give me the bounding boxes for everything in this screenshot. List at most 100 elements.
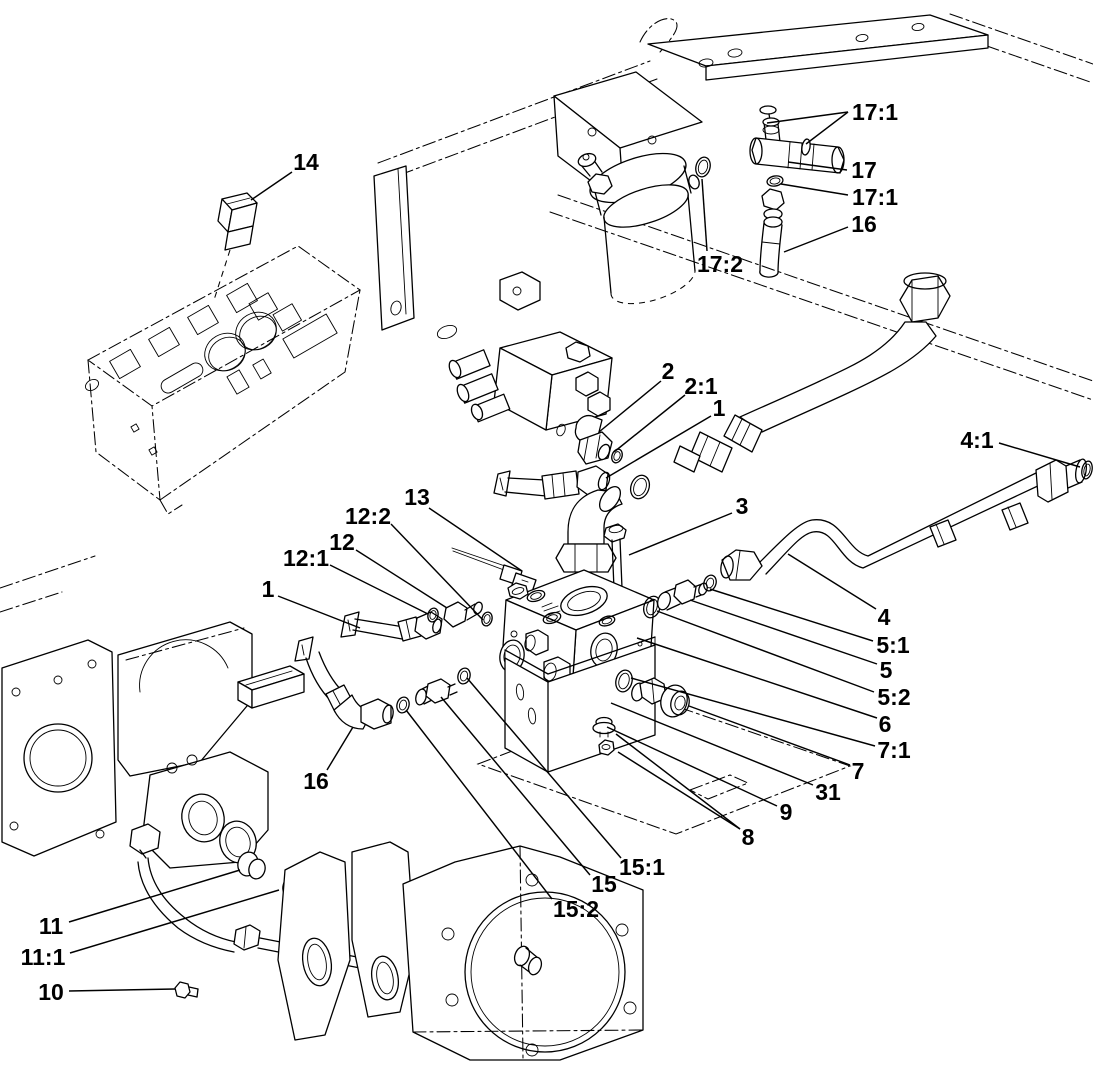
callout-5: 5 xyxy=(880,657,893,683)
fitting-7 xyxy=(631,677,690,718)
leader-line-17 xyxy=(787,161,848,171)
leader-line-13 xyxy=(428,507,523,572)
solenoid-valve-block xyxy=(448,331,613,437)
valve-fitting-17 xyxy=(749,105,845,187)
leader-line-9 xyxy=(606,726,778,807)
tube-grommet-right xyxy=(1001,502,1029,531)
leader-line-17:1 xyxy=(780,183,849,196)
callout-2:1: 2:1 xyxy=(684,373,717,399)
leader-line-11 xyxy=(68,869,241,923)
leader-line-1 xyxy=(605,415,712,479)
callout-7:1: 7:1 xyxy=(877,737,910,763)
hose-1-lower-end xyxy=(340,611,443,642)
leader-line-7:1 xyxy=(630,677,876,747)
callout-14: 14 xyxy=(293,149,319,175)
plug-11 xyxy=(237,851,266,880)
callout-31: 31 xyxy=(815,779,841,805)
rear-support-plate xyxy=(117,621,253,777)
leader-line-10 xyxy=(68,988,176,992)
leader-line-6 xyxy=(636,637,878,719)
callout-1: 1 xyxy=(262,576,275,602)
nut-8 xyxy=(598,739,615,756)
callout-16: 16 xyxy=(851,211,877,237)
o-ring-7-1 xyxy=(615,669,633,693)
callout-6: 6 xyxy=(879,711,892,737)
fitting-5 xyxy=(657,579,708,611)
callout-12:2: 12:2 xyxy=(345,503,391,529)
gear-pump xyxy=(129,751,269,869)
bolt-10 xyxy=(174,981,199,999)
leader-line-8 xyxy=(617,751,741,830)
callout-1: 1 xyxy=(713,395,726,421)
solenoid-coils xyxy=(448,349,511,423)
leader-line-12:1 xyxy=(329,564,429,615)
callout-9: 9 xyxy=(780,799,793,825)
callout-4: 4 xyxy=(878,604,891,630)
leader-line-15:1 xyxy=(466,677,622,859)
o-ring-4-1 xyxy=(1081,460,1093,480)
oil-filter xyxy=(577,152,700,305)
frame-side-plate xyxy=(373,165,541,340)
tube-grommet-left xyxy=(929,519,957,548)
callout-11: 11 xyxy=(39,913,64,939)
callout-12:1: 12:1 xyxy=(283,545,329,571)
callout-3: 3 xyxy=(736,493,749,519)
callout-15:1: 15:1 xyxy=(619,854,665,880)
callout-17: 17 xyxy=(851,157,877,183)
leader-line-5 xyxy=(689,599,878,665)
leader-line-16 xyxy=(326,726,354,771)
callout-layer: 1417:11717:11617:222:114:131312:21212:11… xyxy=(21,99,1081,1005)
leader-line-15:2 xyxy=(405,709,553,900)
callout-15: 15 xyxy=(591,871,617,897)
leader-line-5:2 xyxy=(656,610,875,693)
filter-port-stub xyxy=(688,174,700,190)
cap-17-1-top xyxy=(759,105,777,115)
leader-line-31 xyxy=(610,702,814,786)
leader-line-17:2 xyxy=(701,178,708,252)
callout-10: 10 xyxy=(38,979,64,1005)
callout-16: 16 xyxy=(303,768,329,794)
leader-line-4 xyxy=(787,553,877,610)
support-arm-right xyxy=(351,841,416,1018)
elbow-fitting-12 xyxy=(443,601,483,628)
leader-line-7 xyxy=(688,705,851,766)
callout-11:1: 11:1 xyxy=(21,944,66,970)
hose-16-top xyxy=(759,188,785,278)
leader-line-11:1 xyxy=(69,889,280,954)
left-gasket-plate xyxy=(1,639,117,857)
leader-line-17:1 xyxy=(766,111,849,124)
gear-housing-plate xyxy=(402,845,644,1061)
o-ring-2-1 xyxy=(611,448,623,464)
manifold-hex-plug-top xyxy=(507,582,529,600)
fitting-15 xyxy=(415,678,458,706)
control-panel-phantom xyxy=(84,245,361,515)
callout-8: 8 xyxy=(742,824,755,850)
callout-13: 13 xyxy=(404,484,430,510)
o-ring-15-2 xyxy=(396,696,410,714)
leader-line-17:1 xyxy=(805,111,849,145)
o-ring-17-1-lower xyxy=(766,175,784,187)
callout-4:1: 4:1 xyxy=(960,427,993,453)
leader-line-5:1 xyxy=(709,588,874,642)
callout-7: 7 xyxy=(852,758,865,784)
leader-line-15 xyxy=(440,696,591,876)
callout-15:2: 15:2 xyxy=(553,896,599,922)
hose-assembly-upper-right xyxy=(673,272,951,473)
elbow-fitting-2 xyxy=(574,414,613,465)
o-ring-5-2 xyxy=(643,595,661,619)
seal-12-2 xyxy=(481,611,493,627)
hose-16-bottom xyxy=(294,636,394,730)
leader-line-8 xyxy=(615,733,741,830)
leader-line-2:1 xyxy=(613,394,686,453)
callout-17:1: 17:1 xyxy=(852,184,898,210)
callout-2: 2 xyxy=(662,358,675,384)
spacer-sleeve xyxy=(237,665,305,709)
o-ring-5-1 xyxy=(703,574,717,592)
callout-5:1: 5:1 xyxy=(876,632,909,658)
leader-line-16 xyxy=(783,226,849,253)
callout-12: 12 xyxy=(329,529,355,555)
block-label-scribble xyxy=(541,602,561,616)
leader-line-3 xyxy=(628,512,733,556)
